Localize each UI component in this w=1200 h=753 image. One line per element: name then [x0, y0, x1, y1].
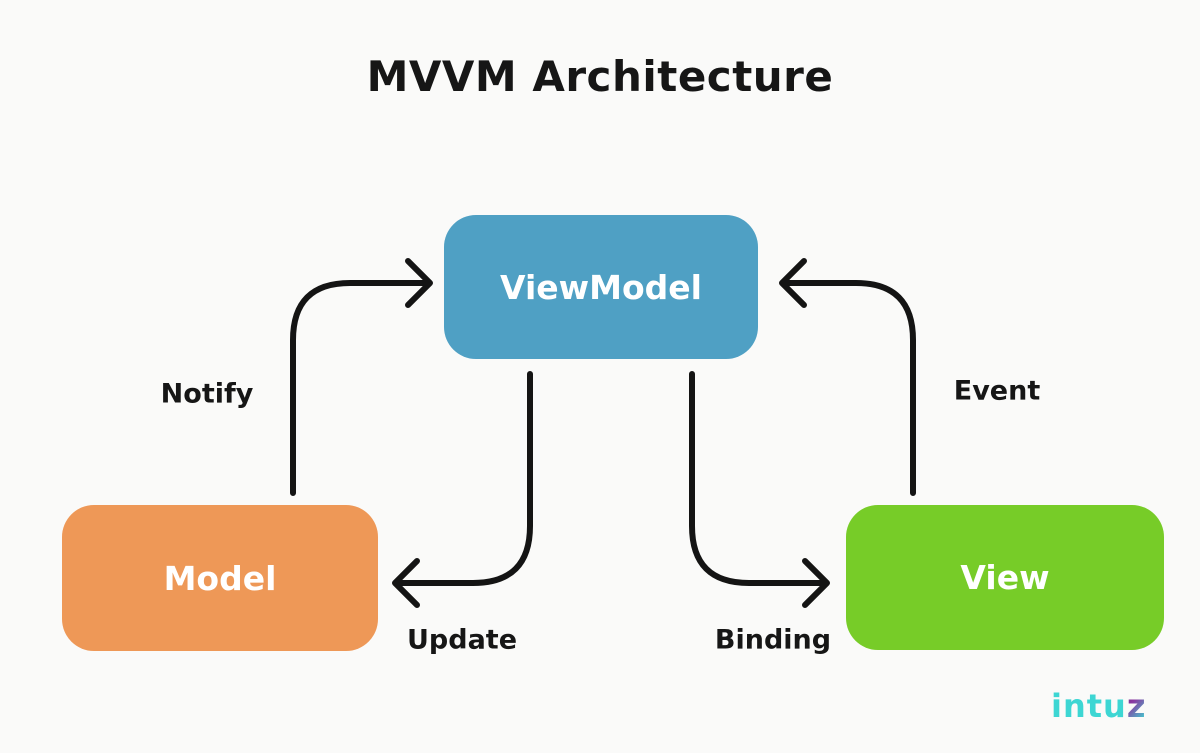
node-viewmodel: ViewModel: [444, 215, 758, 359]
arrowhead-view-to-viewmodel-icon: [779, 258, 807, 308]
node-model-label: Model: [163, 558, 277, 598]
arrow-viewmodel-to-view: [689, 371, 824, 586]
edge-label-notify: Notify: [160, 378, 254, 410]
intuz-logo-text: intu: [1051, 687, 1127, 725]
arrow-view-to-viewmodel: [785, 280, 916, 496]
arrowhead-viewmodel-to-view-icon: [802, 558, 830, 608]
page-title: MVVM Architecture: [366, 52, 834, 101]
edge-label-event: Event: [953, 375, 1041, 407]
intuz-logo: intuz: [1051, 690, 1146, 722]
node-view-label: View: [960, 558, 1050, 597]
arrowhead-viewmodel-to-model-icon: [392, 558, 420, 608]
arrow-viewmodel-to-model: [398, 371, 533, 586]
intuz-logo-z: z: [1126, 687, 1147, 725]
node-view: View: [846, 505, 1164, 650]
edge-label-binding: Binding: [714, 624, 832, 656]
node-viewmodel-label: ViewModel: [500, 267, 702, 307]
edge-label-update: Update: [406, 624, 518, 656]
arrowhead-model-to-viewmodel-icon: [405, 258, 433, 308]
arrow-model-to-viewmodel: [290, 280, 427, 496]
node-model: Model: [62, 505, 378, 651]
